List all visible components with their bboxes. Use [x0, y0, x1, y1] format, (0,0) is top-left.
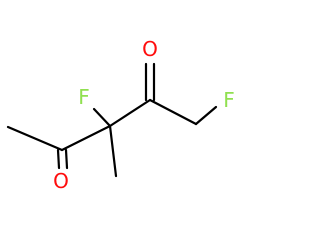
- bond-c3-methyl: [108, 124, 118, 178]
- bond-c5-f: [194, 105, 218, 126]
- bond-c3-c4: [108, 98, 152, 128]
- atom-oxygen-top: O: [142, 37, 158, 61]
- bond-c3-f: [92, 107, 112, 128]
- structure-diagram: O O F F: [6, 37, 235, 193]
- double-bond-c2-o-b: [64, 148, 69, 170]
- bond-c2-c3: [60, 124, 112, 152]
- double-bond-c2-o-a: [56, 148, 61, 170]
- molecule-canvas: O O F F: [6, 37, 235, 193]
- atom-oxygen-bottom: O: [53, 169, 69, 193]
- bond-ch3-c2: [6, 125, 64, 152]
- atom-fluorine-right: F: [223, 88, 235, 112]
- bond-c4-c5: [148, 98, 198, 126]
- atom-fluorine-left: F: [78, 85, 90, 109]
